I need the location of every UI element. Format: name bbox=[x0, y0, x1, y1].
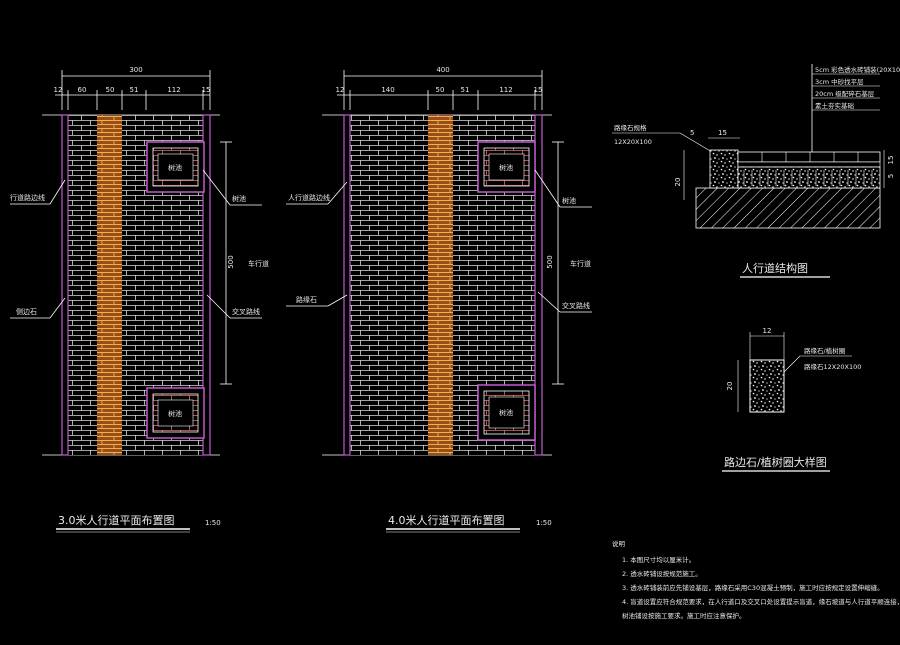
plan40-vertical-dim: 500 bbox=[546, 255, 554, 268]
detail-dim-height: 20 bbox=[726, 382, 734, 391]
notes-item-4: 4. 盲道设置应符合规范要求，在人行道口及交叉口处设置提示盲道，缘石坡道与人行道… bbox=[622, 597, 900, 606]
plan30-overall-dim: 300 bbox=[129, 66, 142, 74]
notes-item-2: 2. 透水砖铺设按规范施工。 bbox=[622, 569, 702, 578]
plan40-left-label-top: 人行道路边线 bbox=[288, 193, 330, 202]
section-stone-size: 12X20X100 bbox=[614, 138, 652, 146]
plan30-dim-4: 51 bbox=[130, 86, 139, 94]
plan40-dim-6: 15 bbox=[534, 86, 543, 94]
notes-item-1: 1. 本图尺寸均以厘米计。 bbox=[622, 555, 695, 564]
section-dim-20: 20 bbox=[674, 178, 682, 187]
plan30-dim-6: 15 bbox=[202, 86, 211, 94]
plan30-right-label-3: 交叉路线 bbox=[232, 307, 260, 316]
plan30-dim-2: 60 bbox=[78, 86, 87, 94]
plan30-scale: 1:50 bbox=[205, 519, 221, 527]
plan40-dim-1: 12 bbox=[336, 86, 345, 94]
plan40-scale: 1:50 bbox=[536, 519, 552, 527]
section-layer-1: 5cm 彩色透水砖铺装(20X10)cm bbox=[815, 65, 900, 74]
plan40-dim-3: 50 bbox=[436, 86, 445, 94]
detail-dim-width: 12 bbox=[763, 327, 772, 335]
pavement-section: 5cm 彩色透水砖铺装(20X10)cm 3cm 中砂找平层 20cm 级配碎石… bbox=[612, 64, 900, 278]
detail-label-2: 路缘石12X20X100 bbox=[804, 362, 861, 371]
plan30-vertical-dim: 500 bbox=[227, 255, 235, 268]
plan30-title: 3.0米人行道平面布置图 bbox=[58, 513, 175, 527]
plan40-dim-2: 140 bbox=[381, 86, 394, 94]
section-dim-right-b: 5 bbox=[887, 174, 895, 178]
detail-title: 路边石/植树圈大样图 bbox=[724, 455, 827, 469]
plan-40m: 400 12 140 50 51 112 15 树池 树池 500 人行道路边线… bbox=[286, 66, 592, 533]
plan30-dim-3: 50 bbox=[106, 86, 115, 94]
notes-heading: 说明 bbox=[612, 539, 626, 548]
detail-label-1: 路缘石/植树圈 bbox=[804, 346, 845, 355]
notes-item-3: 3. 透水砖铺装前应先铺设基层，路缘石采用C30混凝土预制，施工时应按规定设置伸… bbox=[622, 583, 884, 592]
section-title: 人行道结构图 bbox=[742, 261, 808, 275]
curb-detail: 12 20 路缘石/植树圈 路缘石12X20X100 路边石/植树圈大样图 bbox=[722, 327, 861, 472]
plan-30m: 300 12 60 50 51 112 15 树池 树池 500 行道路边线 bbox=[10, 66, 269, 533]
plan30-left-label-top: 行道路边线 bbox=[10, 193, 45, 202]
plan30-pit-label-bottom: 树池 bbox=[168, 409, 182, 418]
section-layer-3: 20cm 级配碎石基层 bbox=[815, 89, 875, 98]
plan40-pit-label-top: 树池 bbox=[499, 163, 513, 172]
plan30-left-label-bottom: 侧边石 bbox=[16, 307, 37, 316]
section-layer-4: 素土夯实基础 bbox=[815, 101, 855, 110]
notes-item-5: 树池铺设按施工要求。施工时应注意保护。 bbox=[622, 611, 746, 620]
plan40-left-label-bottom: 路缘石 bbox=[296, 295, 317, 304]
plan30-right-label-1: 树池 bbox=[232, 194, 246, 203]
section-layer-2: 3cm 中砂找平层 bbox=[815, 77, 864, 86]
plan40-dim-4: 51 bbox=[461, 86, 470, 94]
notes: 说明 1. 本图尺寸均以厘米计。 2. 透水砖铺设按规范施工。 3. 透水砖铺装… bbox=[612, 539, 900, 620]
section-dim-5: 5 bbox=[690, 129, 694, 137]
plan30-dim-1: 12 bbox=[54, 86, 63, 94]
plan30-dim-5: 112 bbox=[167, 86, 180, 94]
plan40-pit-label-bottom: 树池 bbox=[499, 408, 513, 417]
plan30-pit-label-top: 树池 bbox=[168, 163, 182, 172]
plan30-right-label-2: 车行道 bbox=[248, 259, 269, 268]
plan40-right-label-2: 车行道 bbox=[570, 259, 591, 268]
plan40-title: 4.0米人行道平面布置图 bbox=[388, 513, 505, 527]
plan40-right-label-1: 树池 bbox=[562, 196, 576, 205]
section-dim-15: 15 bbox=[718, 129, 727, 137]
plan40-dim-5: 112 bbox=[499, 86, 512, 94]
plan40-overall-dim: 400 bbox=[436, 66, 449, 74]
section-dim-right-a: 15 bbox=[887, 156, 895, 165]
section-stone-label: 路缘石规格 bbox=[614, 123, 647, 132]
plan40-right-label-3: 交叉路线 bbox=[562, 301, 590, 310]
